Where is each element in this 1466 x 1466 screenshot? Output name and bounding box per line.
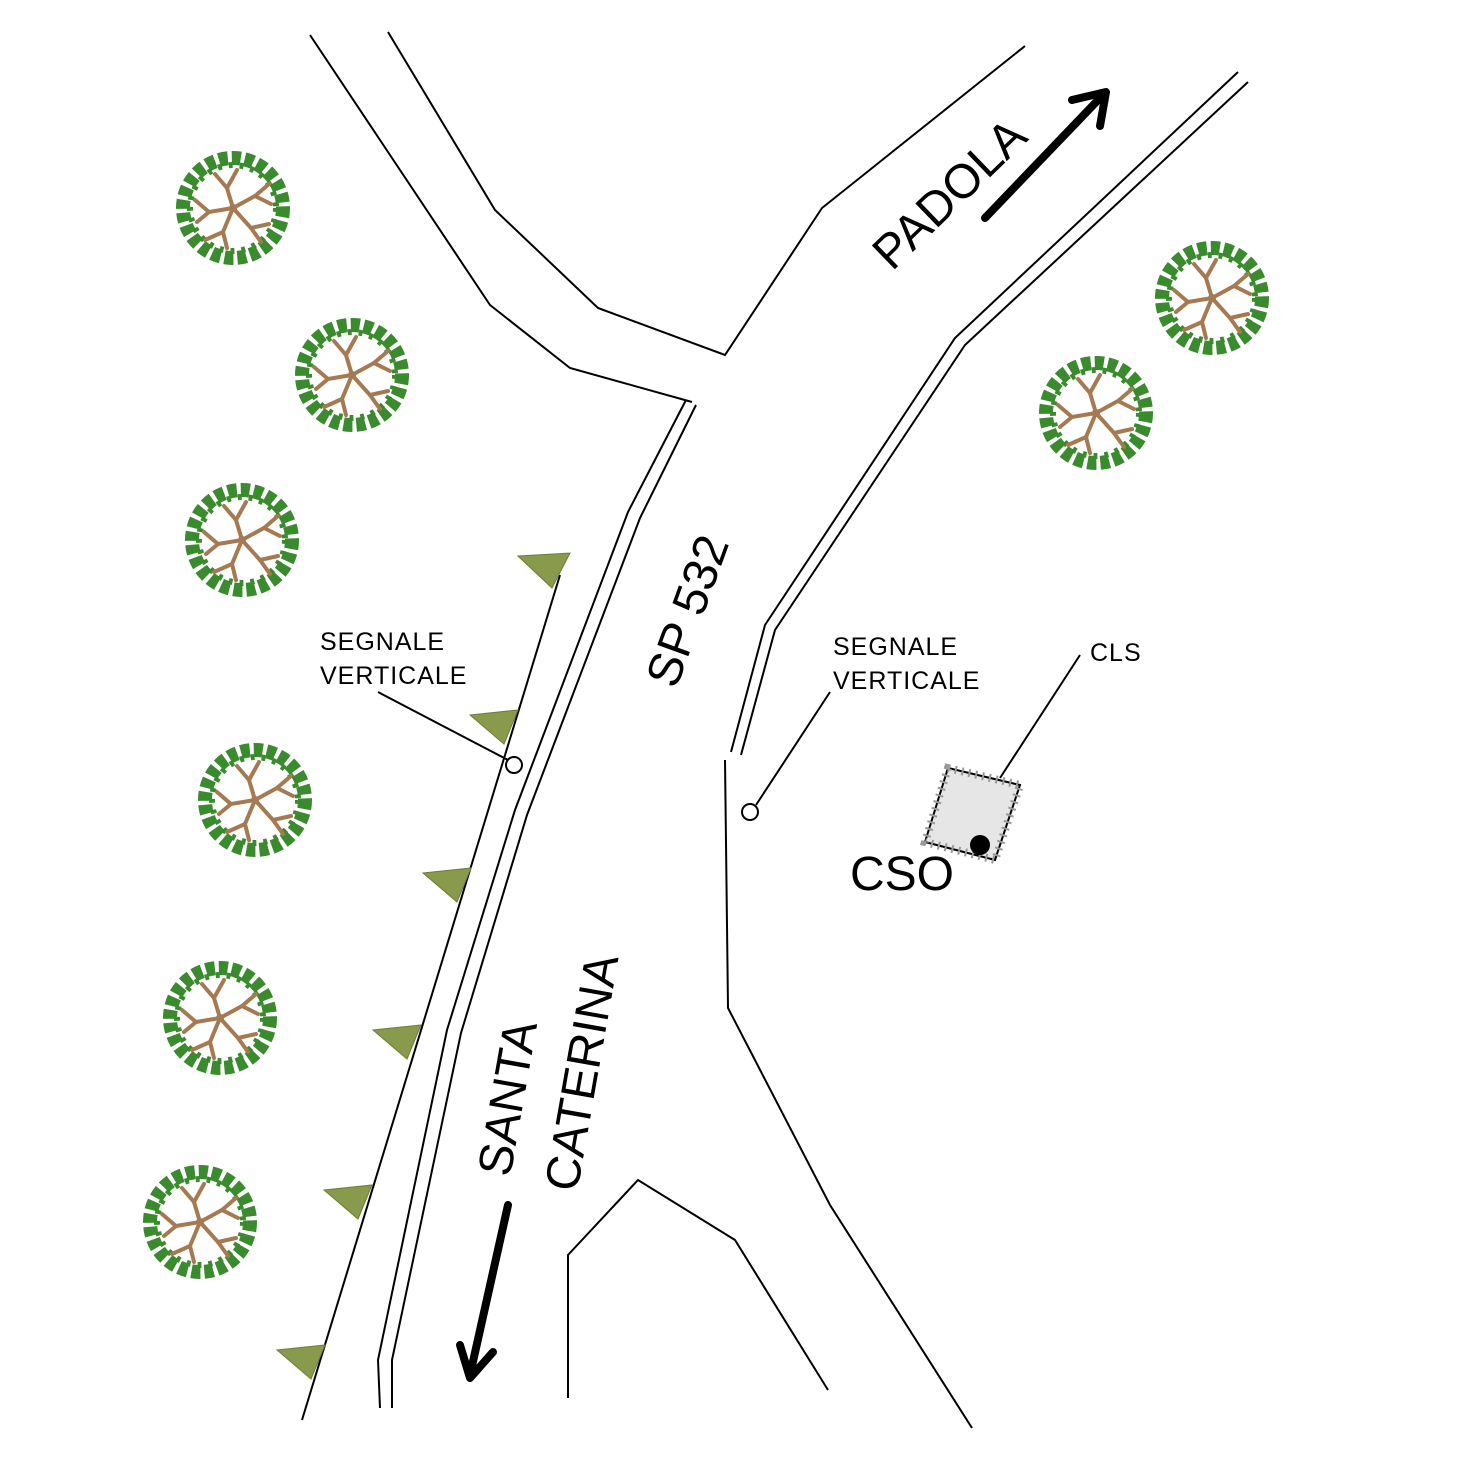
cso-label: CSO — [850, 848, 954, 901]
sign-right-label-line2: VERTICALE — [833, 667, 980, 695]
vertical-sign-left — [377, 691, 523, 774]
guardrail-left — [376, 399, 697, 1409]
embankment-triangle-icon — [371, 1024, 422, 1060]
embankment-triangle-icon — [516, 552, 571, 589]
tree-icon — [1046, 363, 1146, 463]
santa-label: SANTA — [469, 1017, 548, 1180]
embankment-triangle-icon — [275, 1344, 326, 1380]
guardrail-right — [730, 71, 1249, 756]
road-edges — [309, 31, 1026, 1429]
tree-icon — [1162, 248, 1262, 348]
vertical-sign-right — [741, 691, 831, 821]
caterina-label: CATERINA — [536, 950, 630, 1195]
cls-concrete-pad — [919, 654, 1081, 865]
direction-arrow-icon — [466, 1201, 512, 1379]
trees — [150, 158, 1262, 1272]
embankment-line — [301, 574, 561, 1421]
embankment-triangle-icon — [468, 709, 519, 745]
tree-icon — [150, 1172, 250, 1272]
sign-left-label-line2: VERTICALE — [320, 662, 467, 690]
embankment-triangle-icon — [322, 1184, 373, 1220]
embankment-triangle-icon — [421, 867, 472, 903]
tree-icon — [205, 750, 305, 850]
tree-icon — [302, 325, 402, 425]
cso-manhole-icon — [970, 835, 990, 855]
sign-left-label-line1: SEGNALE — [320, 628, 445, 656]
direction-arrow-icon — [981, 94, 1104, 222]
tree-icon — [170, 968, 270, 1068]
vertical-sign-icon — [505, 756, 523, 774]
direction-arrow-santa-caterina — [456, 1201, 512, 1382]
vertical-sign-icon — [741, 803, 759, 821]
tree-icon — [183, 158, 283, 258]
cls-label: CLS — [1090, 639, 1142, 667]
direction-arrow-padola — [981, 88, 1110, 222]
embankment-triangles — [275, 552, 571, 1380]
road-name-label: SP 532 — [637, 528, 740, 693]
tree-icon — [192, 490, 292, 590]
sign-right-label-line1: SEGNALE — [833, 633, 958, 661]
